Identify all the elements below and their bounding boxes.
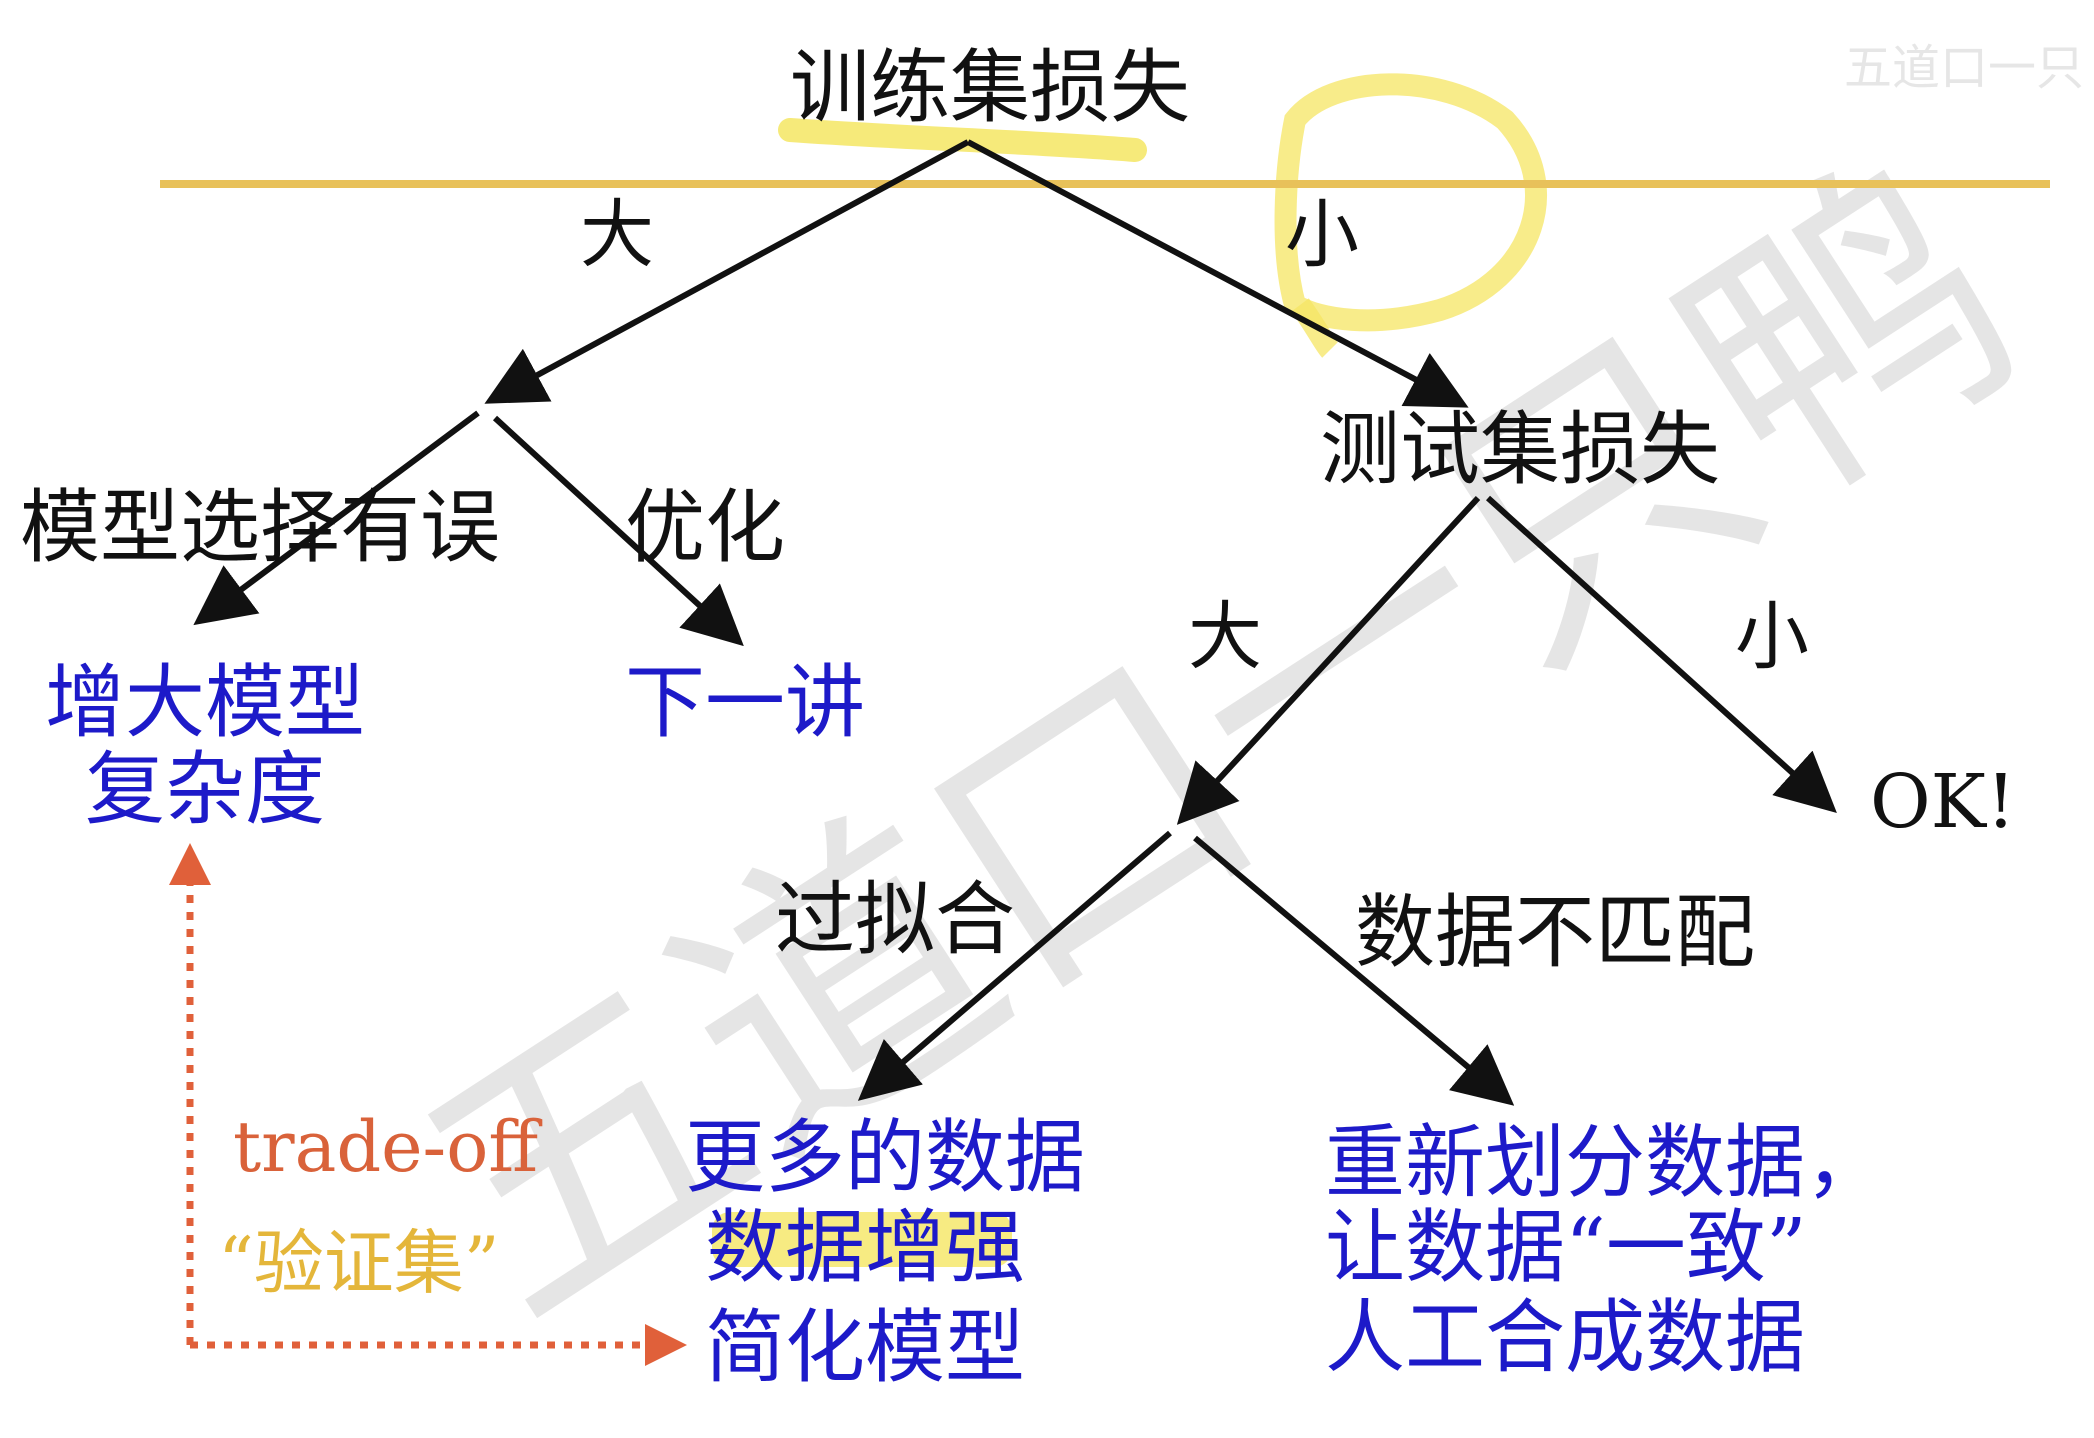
synthetic-data-solution: 人工合成数据 [1325, 1291, 1805, 1384]
arrow-test-right [1485, 495, 1837, 814]
more-data-solution: 更多的数据 [685, 1111, 1085, 1204]
tradeoff-label: trade-off [233, 1106, 539, 1188]
validation-set-label: “验证集” [218, 1222, 500, 1304]
overfit-label: 过拟合 [775, 873, 1015, 966]
data-mismatch-label: 数据不匹配 [1355, 886, 1755, 979]
test-loss-node: 测试集损失 [1320, 403, 1720, 496]
arrow-root-right [966, 139, 1469, 408]
branch-label-train-small: 小 [1285, 192, 1359, 278]
augment-solution: 数据增强 [705, 1201, 1025, 1294]
resplit-solution: 重新划分数据， [1325, 1116, 1885, 1209]
simplify-solution: 简化模型 [705, 1301, 1025, 1394]
circle-tail-highlight [1291, 298, 1339, 358]
augment-highlight [712, 1212, 1012, 1267]
optimize-label: 优化 [625, 481, 785, 574]
ok-leaf: OK! [1870, 759, 2016, 845]
arrow-to-next [492, 415, 744, 647]
branch-label-test-big: 大 [1188, 594, 1262, 680]
corner-watermark: 五道口一只 [1843, 40, 2084, 96]
root-node: 训练集损失 [790, 41, 1190, 134]
circle-highlight [1274, 73, 1547, 332]
branch-label-test-small: 小 [1735, 594, 1809, 680]
branch-label-train-big: 大 [580, 192, 654, 278]
arrow-test-left [1176, 495, 1481, 825]
root-highlight [778, 118, 1147, 162]
arrow-to-overfit [857, 830, 1172, 1101]
enlarge-model-line1: 增大模型 [45, 656, 365, 749]
consistent-data-solution: 让数据“一致” [1325, 1201, 1807, 1294]
enlarge-model-line2: 复杂度 [85, 743, 325, 836]
arrow-to-mismatch [1193, 835, 1515, 1106]
arrow-root-left [484, 139, 970, 404]
model-error-label: 模型选择有误 [20, 481, 500, 574]
arrow-to-enlarge [193, 410, 480, 626]
next-lecture: 下一讲 [625, 656, 865, 749]
